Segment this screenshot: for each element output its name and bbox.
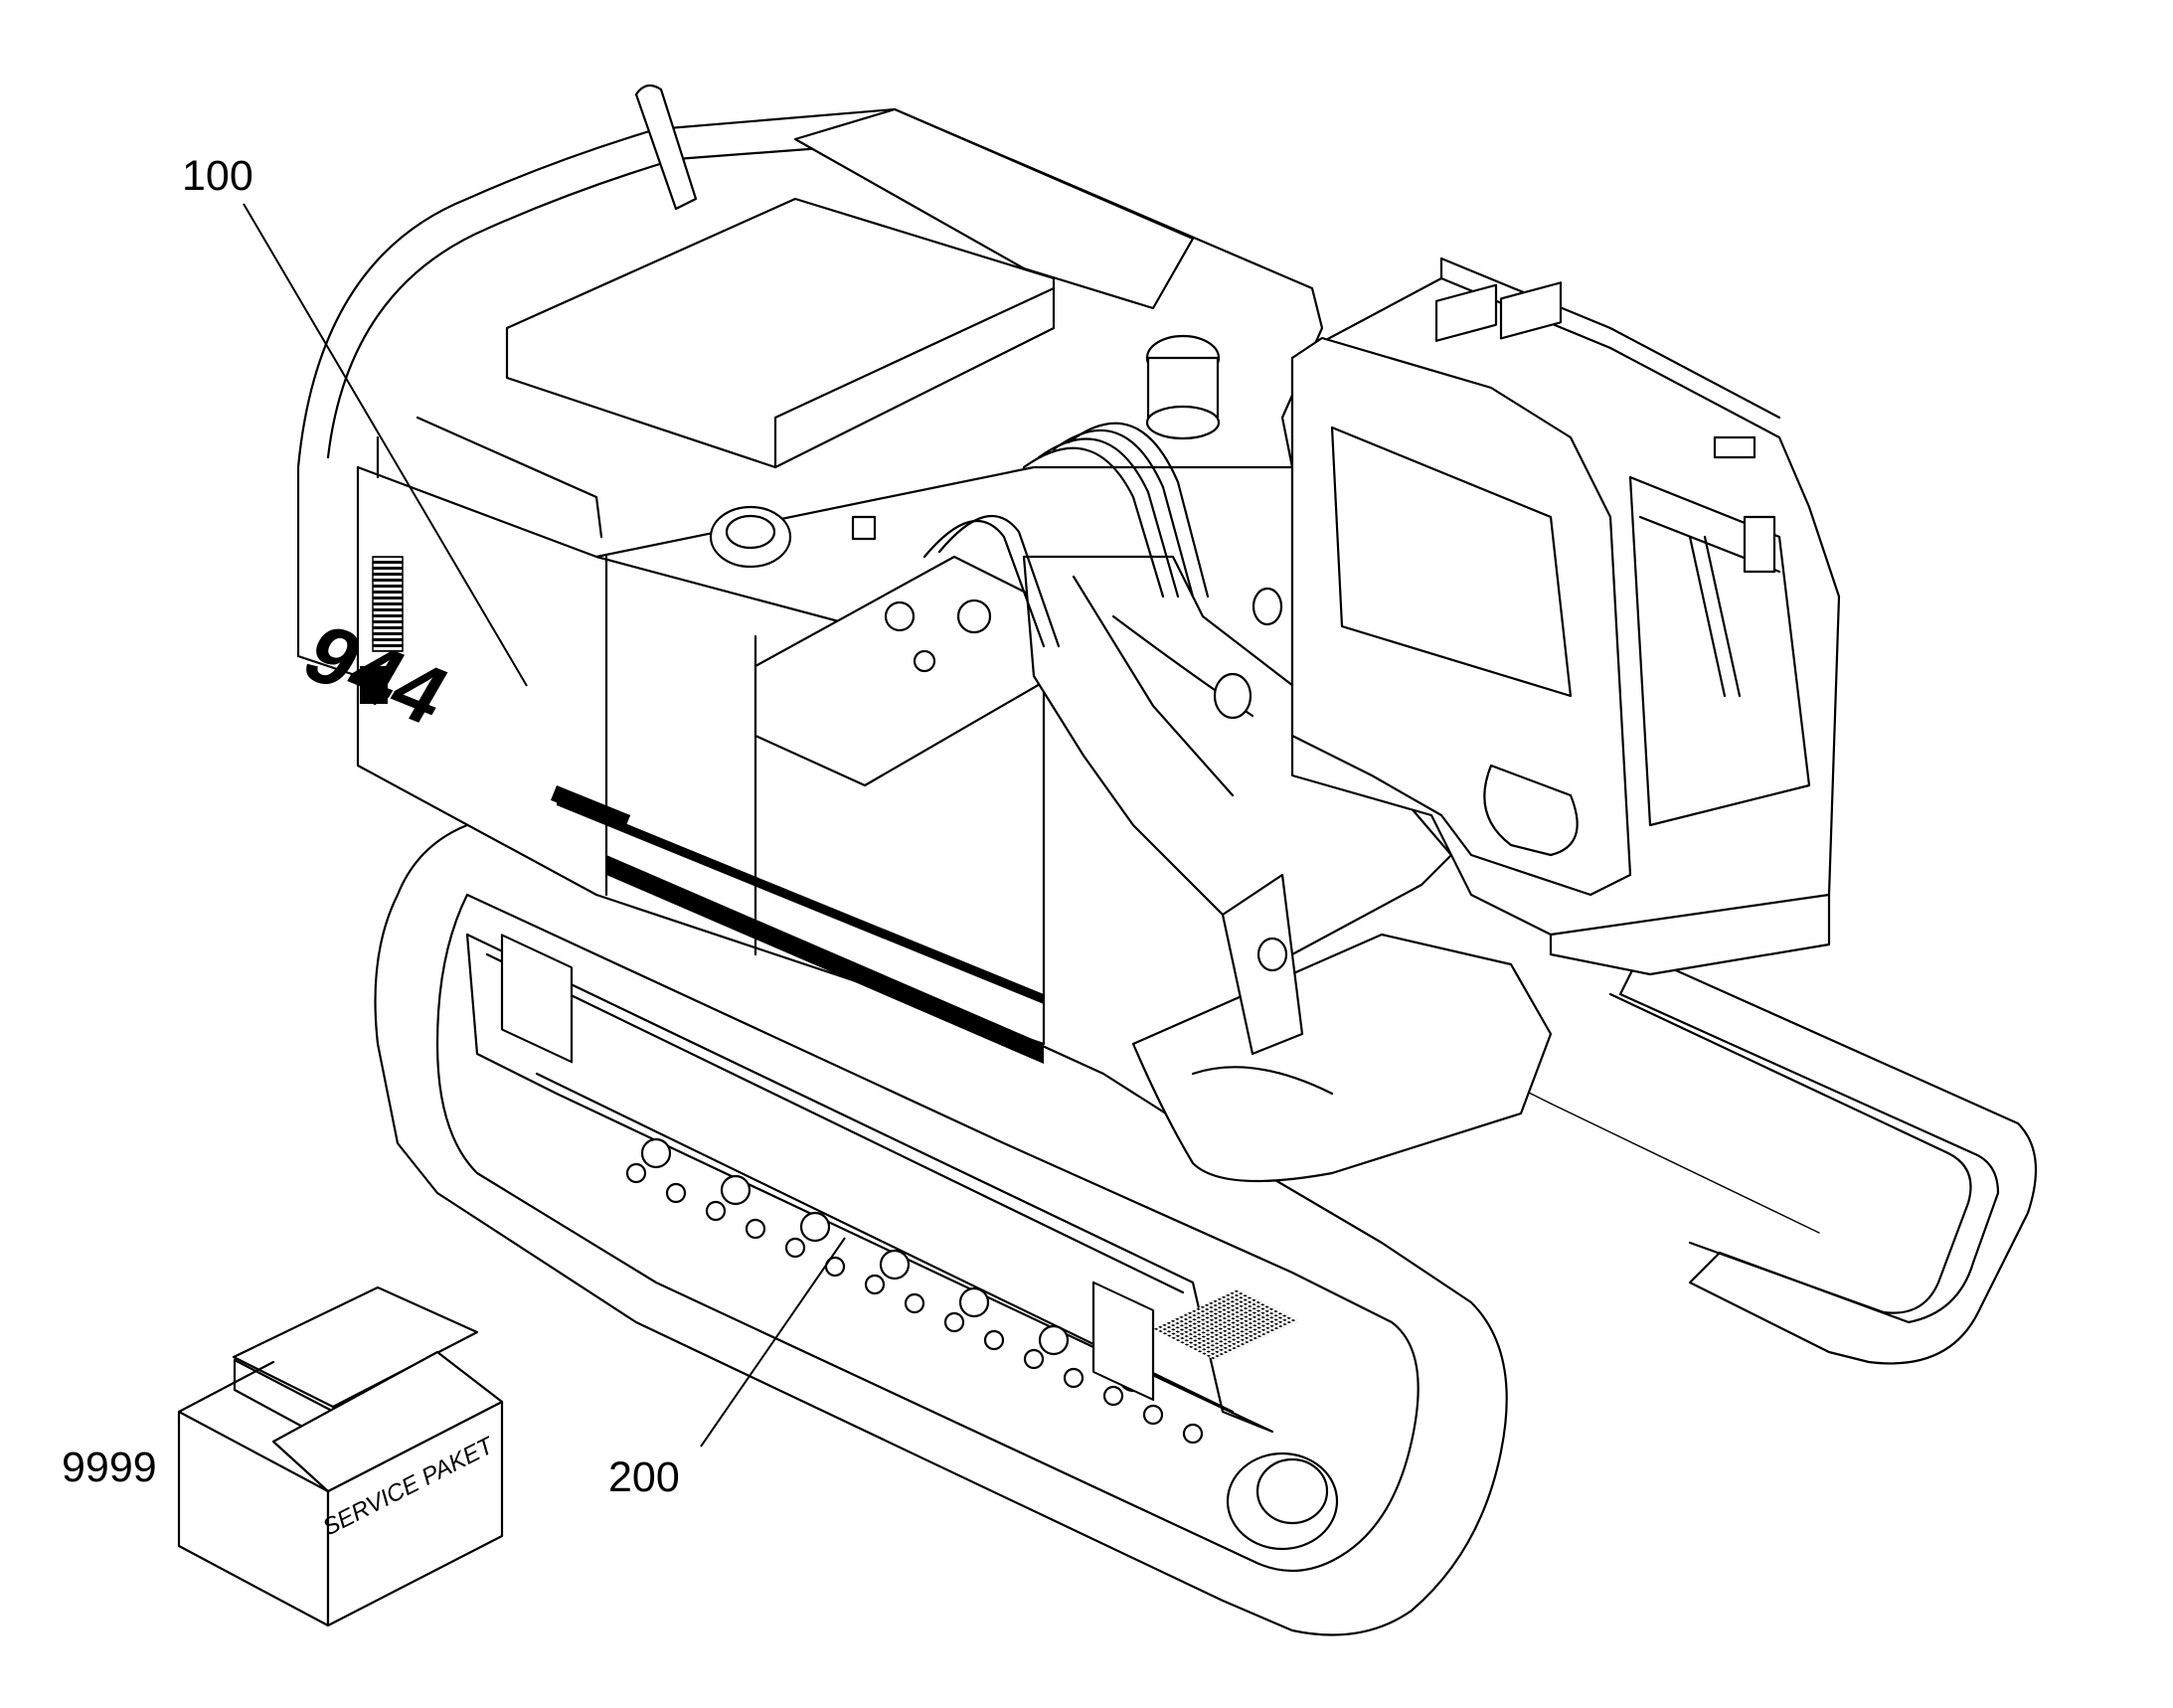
operator-cab: [1290, 256, 1841, 976]
fuel-cap: [709, 505, 792, 569]
right-track: [1490, 952, 2038, 1365]
swing-motor: [1145, 334, 1221, 440]
callout-100: 100: [182, 152, 528, 687]
upper-carriage: 944: [288, 84, 1324, 1064]
callout-9999-label: 9999: [62, 1444, 157, 1491]
callout-200-leader: [700, 1237, 846, 1448]
callout-100-label: 100: [182, 152, 253, 200]
callout-9999: 9999: [62, 1444, 157, 1491]
track-rollers: [625, 1137, 1204, 1445]
undercarriage-frame: [1131, 933, 1553, 1183]
idler-wheel: [1226, 1452, 1339, 1551]
service-kit-box: SERVICE PAKET: [177, 1285, 1300, 1627]
callout-200-label: 200: [608, 1453, 680, 1501]
callout-200: 200: [608, 1237, 846, 1501]
left-track: [374, 813, 1508, 1636]
callout-100-leader: [243, 203, 528, 687]
